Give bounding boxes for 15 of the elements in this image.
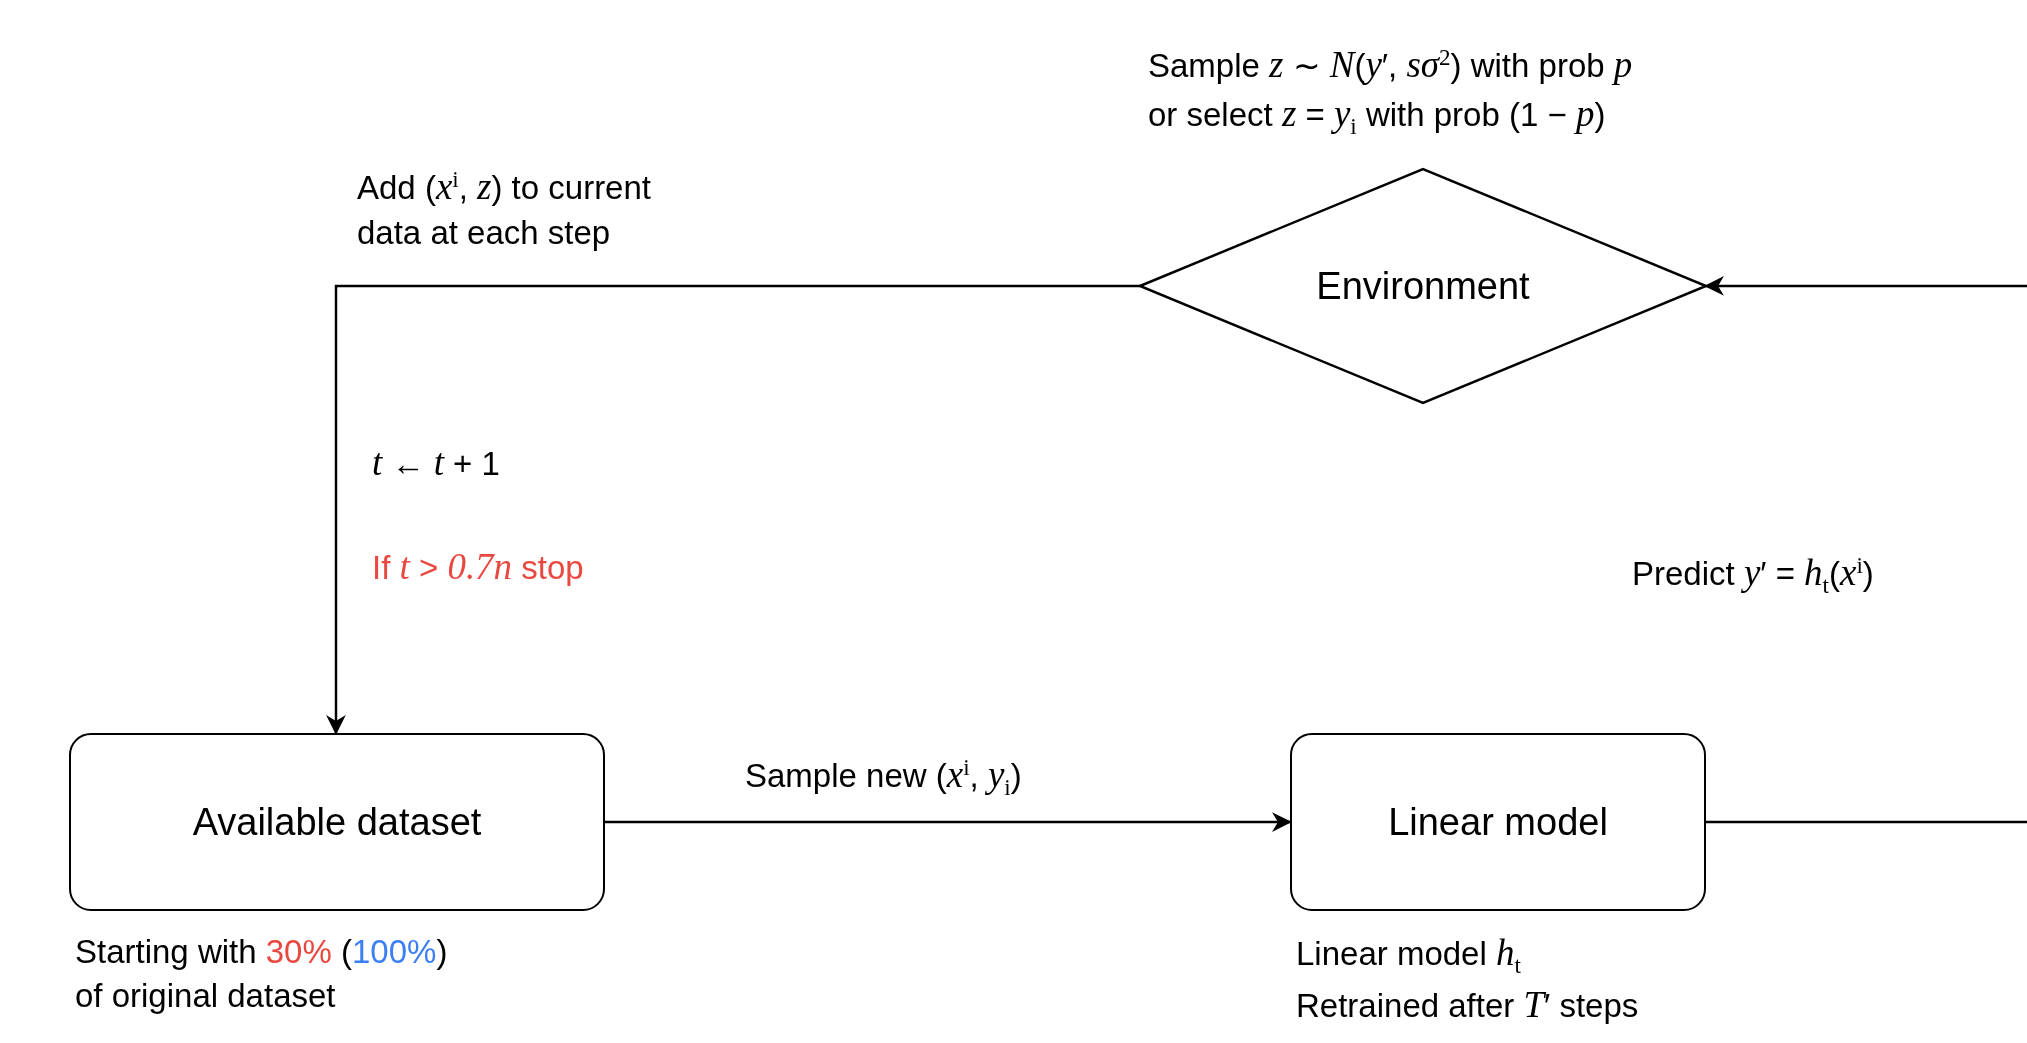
decision-diamond (1140, 168, 1706, 404)
annotation: If t > 0.7n stop (372, 545, 584, 589)
node-caption: Sample z ∼ N(y′, sσ$^{2}$) with prob p or select z = y$_{i}$ with prob (1 − p) (1148, 43, 1634, 141)
node-caption: Linear model h$_{t}$ Retrained after T′ steps (1296, 931, 1640, 1028)
node-caption: Starting with 30% (100%) of original dataset (75, 932, 449, 1016)
arrow (326, 284, 1140, 735)
arrow (605, 812, 1292, 832)
annotation: t ← t + 1 (372, 441, 500, 485)
node-label: Environment (1316, 264, 1530, 308)
node-label: Available dataset (192, 800, 482, 844)
arrow (1704, 276, 2027, 824)
annotation: Predict y′ = h$_{t}$(x$^{i}$) (1632, 551, 1874, 600)
process-box (69, 733, 605, 911)
node-label: Linear model (1388, 800, 1608, 844)
process-box (1290, 733, 1706, 911)
